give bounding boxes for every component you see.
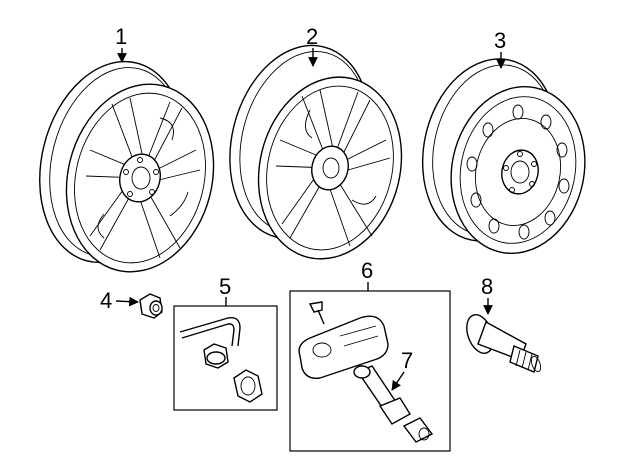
snap-in-valve-stem <box>466 314 542 373</box>
callout-8: 8 <box>481 274 493 315</box>
callout-2: 2 <box>306 24 318 67</box>
callout-3: 3 <box>494 28 506 69</box>
valve-stem-kit <box>179 317 263 403</box>
lug-nut <box>139 293 163 319</box>
callout-5: 5 <box>219 274 231 306</box>
callout-label-4: 4 <box>100 288 112 313</box>
callout-label-5: 5 <box>219 274 231 299</box>
alloy-wheel-split-spoke <box>39 60 215 273</box>
callout-label-8: 8 <box>481 274 493 299</box>
tpms-sensor-box <box>289 290 451 452</box>
alloy-wheel-multi-spoke <box>229 44 403 260</box>
steel-wheel <box>421 58 586 255</box>
callout-arrow-4 <box>115 296 139 307</box>
callout-1: 1 <box>115 24 127 63</box>
callout-7: 7 <box>391 348 413 391</box>
callout-label-1: 1 <box>115 24 127 49</box>
callout-label-6: 6 <box>361 258 373 283</box>
callout-arrow-7 <box>391 371 405 391</box>
callout-label-7: 7 <box>401 348 413 373</box>
callout-label-2: 2 <box>306 24 318 49</box>
callout-6: 6 <box>361 258 373 291</box>
callout-4: 4 <box>100 288 139 313</box>
tpms-sensor <box>298 301 434 443</box>
callout-label-3: 3 <box>494 28 506 53</box>
